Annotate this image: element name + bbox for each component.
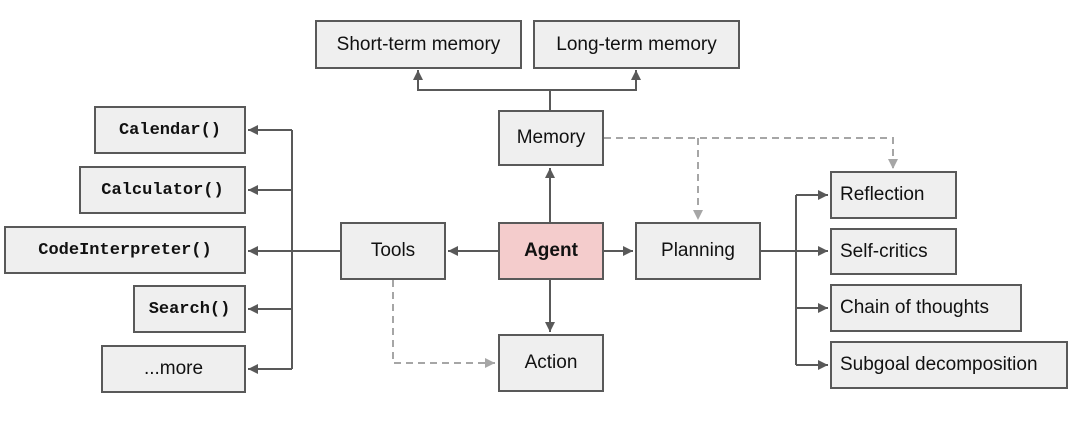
tools-node: Tools (340, 222, 446, 280)
edge-memory-longterm (550, 70, 641, 91)
tool-more-node: ...more (101, 345, 246, 393)
edge-memory-split (413, 70, 551, 110)
edge-tools-action-dashed (392, 280, 495, 368)
tool-calculator-node: Calculator() (79, 166, 246, 214)
memory-node: Memory (498, 110, 604, 166)
planning-node: Planning (635, 222, 761, 280)
tool-search-node: Search() (133, 285, 246, 333)
edge-planning-trunk (761, 195, 797, 365)
tool-calendar-node: Calendar() (94, 106, 246, 154)
edge-tools-trunk (291, 130, 340, 369)
planning-selfcritics-node: Self-critics (830, 228, 957, 275)
planning-chain-of-thoughts-node: Chain of thoughts (830, 284, 1022, 332)
long-term-memory-node: Long-term memory (533, 20, 740, 69)
short-term-memory-node: Short-term memory (315, 20, 522, 69)
action-node: Action (498, 334, 604, 392)
planning-reflection-node: Reflection (830, 171, 957, 219)
planning-subgoal-decomposition-node: Subgoal decomposition (830, 341, 1068, 389)
agent-node: Agent (498, 222, 604, 280)
tool-codeinterpreter-node: CodeInterpreter() (4, 226, 246, 274)
edge-memory-reflection-dashed (604, 137, 898, 169)
